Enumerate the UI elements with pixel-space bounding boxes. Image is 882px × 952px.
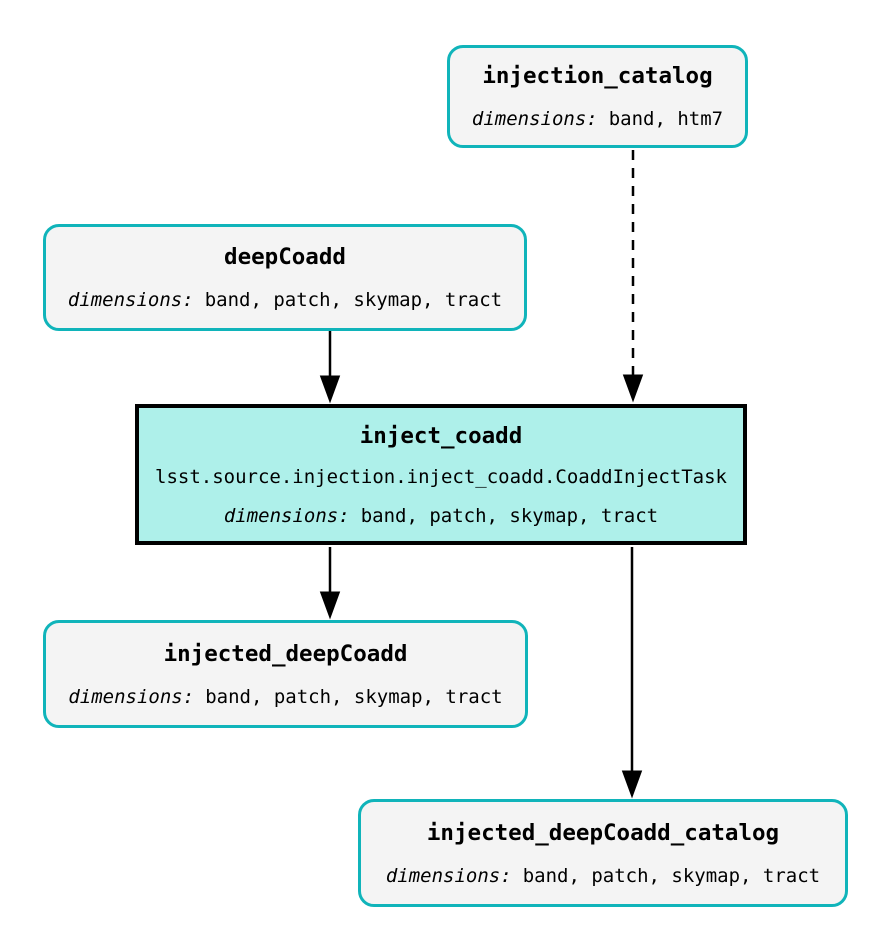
dimensions-label: dimensions: — [471, 108, 598, 130]
arrowhead-icon — [319, 591, 341, 620]
arrowhead-icon — [621, 770, 643, 799]
edge-inject-coadd-to-injected-deepCoadd — [319, 547, 341, 620]
node-dimensions: dimensions: band, patch, skymap, tract — [224, 504, 658, 528]
dimensions-value: band, htm7 — [608, 108, 724, 130]
node-dimensions: dimensions: band, htm7 — [472, 107, 723, 131]
node-title: injection_catalog — [482, 63, 713, 89]
node-dimensions: dimensions: band, patch, skymap, tract — [68, 288, 502, 312]
dimensions-value: band, patch, skymap, tract — [205, 685, 503, 708]
edge-inject-coadd-to-injected-deepCoadd-catalog — [621, 547, 643, 799]
edge-injection-catalog-to-inject-coadd — [622, 150, 644, 403]
arrowhead-icon — [622, 374, 644, 403]
node-dimensions: dimensions: band, patch, skymap, tract — [68, 685, 502, 709]
node-title: deepCoadd — [224, 244, 346, 270]
dimensions-value: band, patch, skymap, tract — [360, 504, 659, 527]
task-class: lsst.source.injection.inject_coadd.Coadd… — [155, 465, 727, 488]
arrowhead-icon — [319, 375, 341, 404]
dimensions-label: dimensions: — [68, 685, 195, 708]
node-injection-catalog: injection_catalog dimensions: band, htm7 — [447, 45, 748, 148]
node-deepCoadd: deepCoadd dimensions: band, patch, skymap… — [43, 224, 527, 331]
node-title: injected_deepCoadd_catalog — [426, 819, 780, 846]
dimensions-value: band, patch, skymap, tract — [204, 289, 503, 311]
node-dimensions: dimensions: band, patch, skymap, tract — [386, 864, 820, 888]
node-injected-deepCoadd-catalog: injected_deepCoadd_catalog dimensions: ba… — [358, 799, 848, 907]
edge-deepCoadd-to-inject-coadd — [319, 331, 341, 404]
dimensions-value: band, patch, skymap, tract — [522, 864, 821, 887]
node-title: injected_deepCoadd — [163, 640, 408, 667]
node-title: inject_coadd — [359, 422, 523, 449]
node-injected-deepCoadd: injected_deepCoadd dimensions: band, patc… — [43, 620, 528, 728]
dimensions-label: dimensions: — [67, 289, 194, 311]
node-inject-coadd-task: inject_coadd lsst.source.injection.injec… — [135, 404, 747, 545]
dimensions-label: dimensions: — [385, 864, 512, 887]
dimensions-label: dimensions: — [223, 504, 350, 527]
